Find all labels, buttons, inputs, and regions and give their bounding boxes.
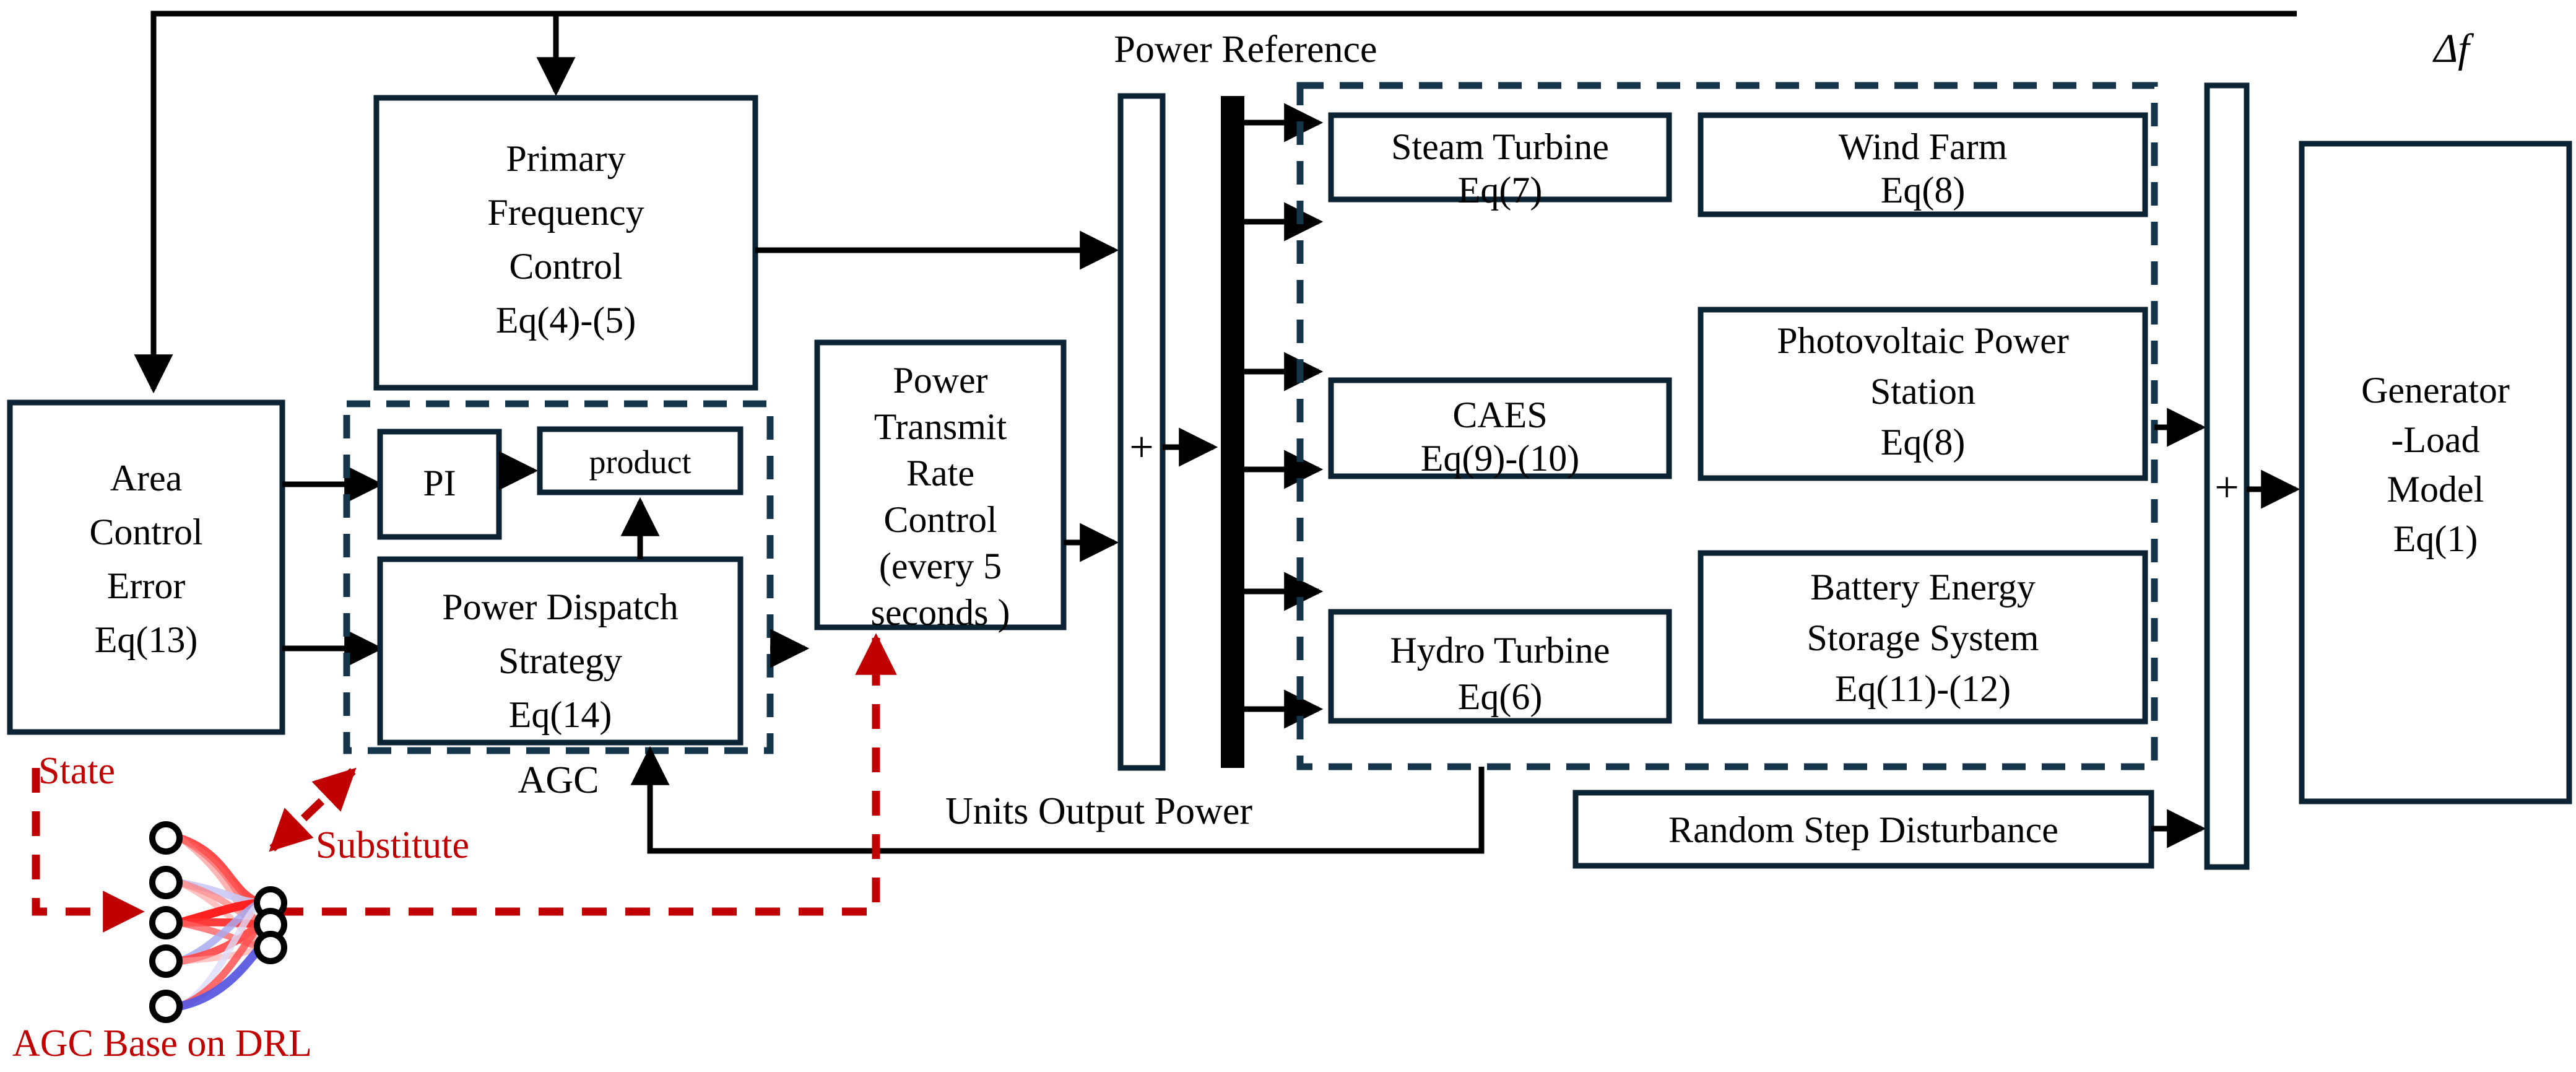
pds-line-3: Eq(14) bbox=[509, 694, 612, 735]
pv-line-2: Station bbox=[1870, 371, 1975, 412]
units-output-power-feedback: Units Output Power bbox=[630, 746, 1485, 854]
ptrc-line-5: (every 5 bbox=[879, 546, 1002, 586]
block-caes[interactable]: CAES Eq(9)-(10) bbox=[1328, 377, 1672, 479]
ptrc-line-4: Control bbox=[883, 499, 997, 540]
summing-junction-right[interactable]: + bbox=[2204, 82, 2250, 870]
block-hydro-turbine[interactable]: Hydro Turbine Eq(6) bbox=[1328, 609, 1672, 724]
steam-turbine-line-1: Steam Turbine bbox=[1391, 126, 1609, 167]
block-product[interactable]: product bbox=[537, 426, 744, 495]
bus-fanout-arrows bbox=[1244, 103, 1324, 729]
block-random-step-disturbance[interactable]: Random Step Disturbance bbox=[1572, 790, 2154, 869]
nn-input-node bbox=[149, 821, 183, 855]
glm-line-1: Generator bbox=[2361, 370, 2510, 411]
pv-line-1: Photovoltaic Power bbox=[1777, 320, 2069, 361]
ptrc-line-2: Transmit bbox=[874, 406, 1007, 447]
pfc-line-4: Eq(4)-(5) bbox=[496, 300, 636, 341]
block-photovoltaic-power-station[interactable]: Photovoltaic Power Station Eq(8) bbox=[1698, 307, 2148, 481]
block-area-control-error[interactable]: Area Control Error Eq(13) bbox=[7, 399, 285, 735]
power-bus-bar bbox=[1221, 96, 1244, 768]
block-power-transmit-rate-control[interactable]: Power Transmit Rate Control (every 5 sec… bbox=[814, 339, 1067, 633]
nn-input-node bbox=[149, 990, 183, 1023]
summing-junction-left[interactable]: + bbox=[1117, 93, 1166, 771]
plus-left-label: + bbox=[1129, 424, 1153, 471]
wind-farm-line-1: Wind Farm bbox=[1839, 126, 2008, 167]
drl-substitute-path bbox=[32, 633, 897, 933]
nn-input-node bbox=[149, 866, 183, 899]
block-generator-load-model[interactable]: Generator -Load Model Eq(1) bbox=[2299, 141, 2572, 804]
nn-input-node bbox=[149, 906, 183, 939]
caes-line-1: CAES bbox=[1452, 394, 1547, 435]
ace-line-4: Eq(13) bbox=[95, 619, 198, 660]
feedback-delta-f-line bbox=[134, 11, 2297, 394]
block-pi[interactable]: PI bbox=[377, 429, 502, 540]
bess-line-3: Eq(11)-(12) bbox=[1835, 668, 2011, 709]
group-agc: AGC bbox=[343, 400, 774, 801]
glm-line-4: Eq(1) bbox=[2393, 518, 2478, 559]
pfc-line-2: Frequency bbox=[487, 192, 644, 233]
ptrc-line-6: seconds ) bbox=[871, 592, 1010, 633]
ptrc-line-1: Power bbox=[893, 360, 987, 401]
block-steam-turbine[interactable]: Steam Turbine Eq(7) bbox=[1328, 112, 1672, 211]
units-output-power-label: Units Output Power bbox=[945, 790, 1252, 832]
hydro-line-2: Eq(6) bbox=[1458, 676, 1543, 717]
glm-line-3: Model bbox=[2387, 469, 2484, 510]
block-primary-frequency-control[interactable]: Primary Frequency Control Eq(4)-(5) bbox=[373, 95, 758, 391]
pds-line-1: Power Dispatch bbox=[442, 586, 679, 627]
agc-label: AGC bbox=[518, 759, 599, 801]
product-label: product bbox=[589, 443, 692, 481]
steam-turbine-line-2: Eq(7) bbox=[1458, 170, 1543, 211]
caes-line-2: Eq(9)-(10) bbox=[1421, 438, 1580, 479]
rsd-label: Random Step Disturbance bbox=[1668, 809, 2058, 850]
power-reference-label: Power Reference bbox=[1114, 28, 1377, 71]
pv-line-3: Eq(8) bbox=[1881, 422, 1966, 463]
block-battery-energy-storage-system[interactable]: Battery Energy Storage System Eq(11)-(12… bbox=[1698, 550, 2148, 725]
agc-base-on-drl-label: AGC Base on DRL bbox=[12, 1022, 312, 1065]
pfc-line-3: Control bbox=[509, 246, 622, 287]
ace-line-2: Control bbox=[89, 512, 202, 552]
block-wind-farm[interactable]: Wind Farm Eq(8) bbox=[1698, 112, 2148, 217]
hydro-line-1: Hydro Turbine bbox=[1390, 630, 1610, 671]
plus-right-label: + bbox=[2214, 464, 2239, 512]
pds-line-2: Strategy bbox=[498, 640, 622, 681]
glm-line-2: -Load bbox=[2391, 419, 2479, 460]
ace-line-1: Area bbox=[110, 458, 183, 499]
substitute-label: Substitute bbox=[316, 824, 469, 866]
nn-output-node bbox=[254, 931, 287, 964]
pfc-line-1: Primary bbox=[506, 138, 625, 179]
wind-farm-line-2: Eq(8) bbox=[1881, 170, 1966, 211]
state-label: State bbox=[38, 750, 115, 792]
bess-line-2: Storage System bbox=[1807, 617, 2039, 658]
ptrc-line-3: Rate bbox=[906, 453, 974, 494]
block-power-dispatch-strategy[interactable]: Power Dispatch Strategy Eq(14) bbox=[377, 556, 744, 746]
pi-label: PI bbox=[423, 463, 456, 503]
nn-input-node bbox=[149, 944, 183, 978]
drl-neural-network bbox=[149, 821, 287, 1023]
ace-line-3: Error bbox=[107, 565, 186, 606]
bess-line-1: Battery Energy bbox=[1810, 567, 2036, 608]
delta-f-label: Δf bbox=[2432, 26, 2474, 71]
